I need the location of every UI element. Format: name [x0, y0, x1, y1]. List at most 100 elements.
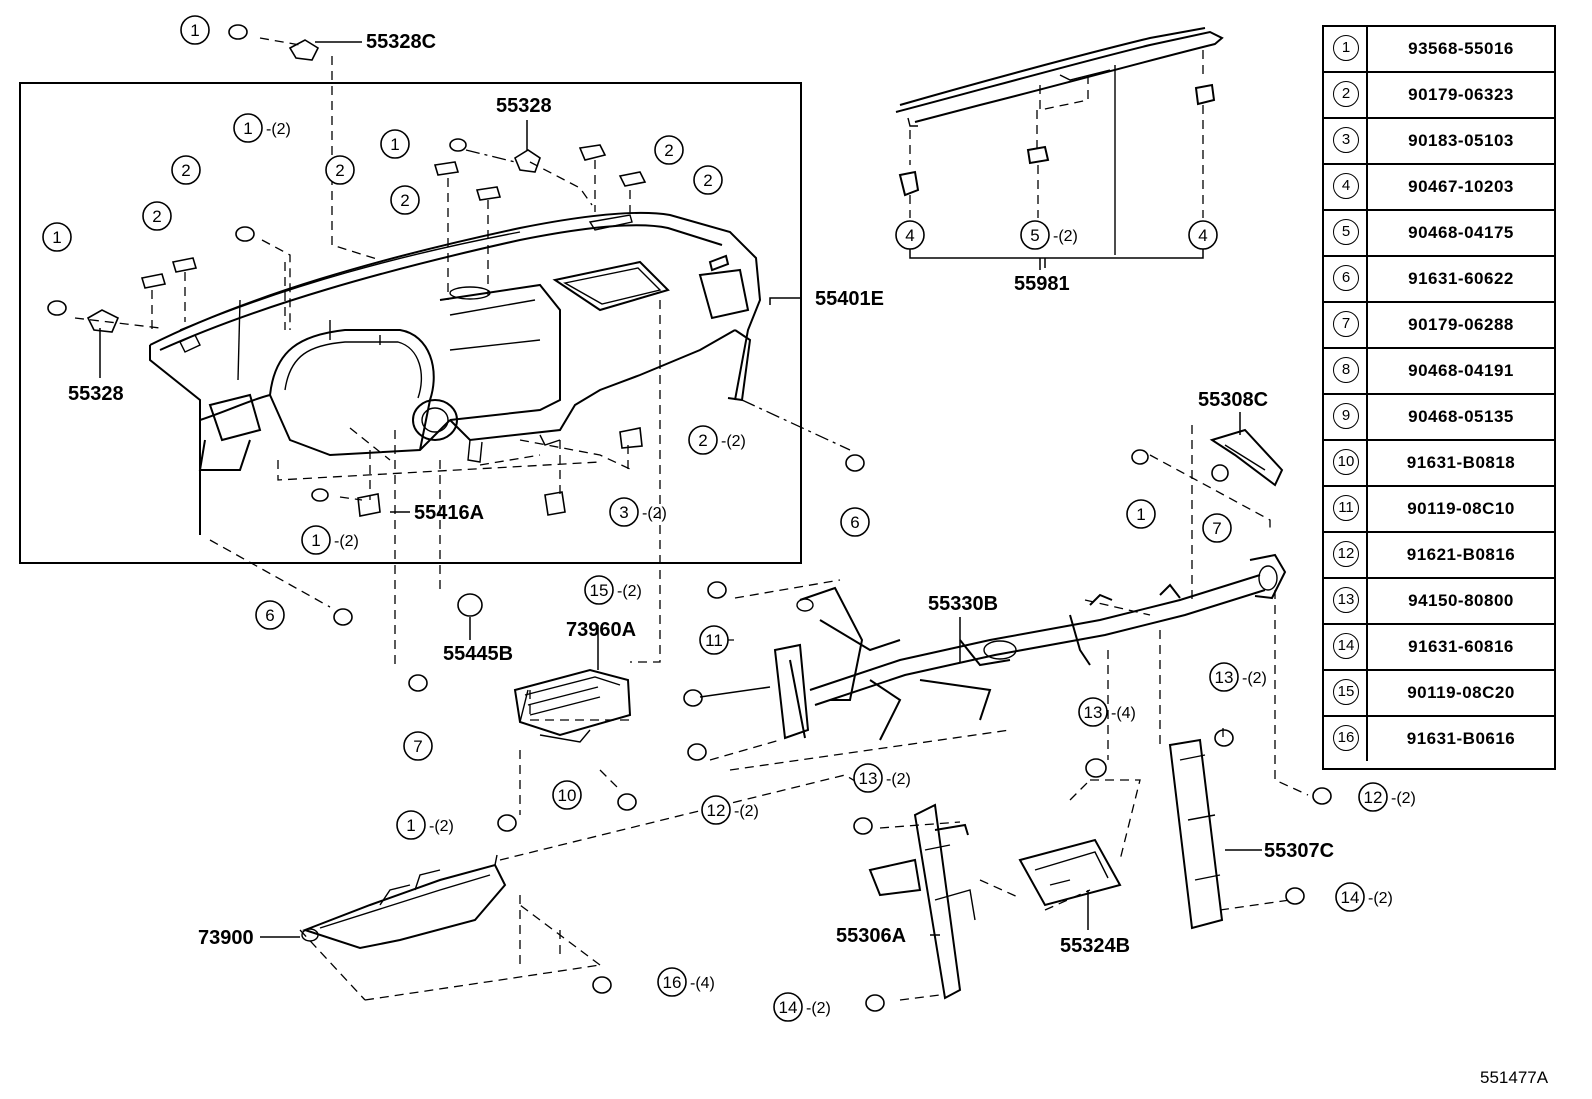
- callout-number: 11: [705, 631, 723, 650]
- callout-13: 13-(4): [1078, 697, 1136, 727]
- legend-index: 11: [1333, 495, 1359, 521]
- legend-part-number: 90179-06323: [1408, 85, 1514, 104]
- callout-quantity: -(2): [617, 583, 642, 600]
- callout-number: 1: [406, 816, 415, 835]
- external-leaders: [209, 37, 1309, 1001]
- callout-circle: [301, 525, 331, 555]
- legend-row: 1 93568-55016: [1324, 27, 1554, 73]
- callout-number: 16: [663, 973, 682, 992]
- callout-number: 2: [698, 431, 707, 450]
- callout-number: 6: [265, 606, 274, 625]
- callout-number: 13: [1215, 668, 1234, 687]
- legend-index-cell: 14: [1324, 625, 1368, 669]
- label-55324B: 55324B: [1060, 935, 1130, 957]
- label-73960A: 73960A: [566, 619, 636, 641]
- legend-index: 14: [1333, 633, 1359, 659]
- callout-number: 4: [905, 226, 914, 245]
- callout-circle: [42, 222, 72, 252]
- label-leaders: [99, 41, 1262, 938]
- callout-circle: [1188, 220, 1218, 250]
- callout-number: 15: [590, 581, 609, 600]
- label-55308C: 55308C: [1198, 389, 1268, 411]
- callout-circle: [390, 185, 420, 215]
- callout-circle: [180, 15, 210, 45]
- legend-index: 8: [1333, 357, 1359, 383]
- callout-number: 1: [243, 119, 252, 138]
- defroster-nozzle-drawing: [895, 27, 1224, 268]
- legend-row: 15 90119-08C20: [1324, 671, 1554, 717]
- callout-1: 1: [1126, 499, 1156, 529]
- callout-2: 2-(2): [688, 425, 746, 455]
- label-55416A: 55416A: [414, 502, 484, 524]
- legend-index: 10: [1333, 449, 1359, 475]
- label-55328-top: 55328: [496, 95, 552, 117]
- callout-2: 2: [325, 155, 355, 185]
- legend-part-number: 90119-08C20: [1407, 683, 1515, 702]
- ip-leaders: [74, 56, 633, 501]
- callout-number: 10: [558, 786, 577, 805]
- label-55401E: 55401E: [815, 288, 884, 310]
- label-55328C: 55328C: [366, 31, 436, 53]
- callout-circle: [1202, 513, 1232, 543]
- legend-part-number: 93568-55016: [1408, 39, 1514, 58]
- callout-quantity: -(2): [334, 533, 359, 550]
- callout-number: 2: [703, 171, 712, 190]
- callout-1: 1 -(2): [396, 810, 454, 840]
- legend-index-cell: 15: [1324, 671, 1368, 715]
- legend-part-number: 94150-80800: [1408, 591, 1514, 610]
- callout-number: 2: [664, 141, 673, 160]
- callout-number: 7: [413, 737, 422, 756]
- callout-number: 2: [400, 191, 409, 210]
- legend-part-number: 91631-60622: [1408, 269, 1514, 288]
- callout-circle: [403, 731, 433, 761]
- legend-index-cell: 9: [1324, 395, 1368, 439]
- callout-circle: [609, 497, 639, 527]
- callout-number: 13: [859, 769, 878, 788]
- fastener-glyphs: [47, 24, 1332, 1012]
- legend-part-number: 90467-10203: [1408, 177, 1514, 196]
- callout-number: 6: [850, 513, 859, 532]
- legend-index-cell: 12: [1324, 533, 1368, 577]
- callout-circle: [1335, 882, 1365, 912]
- callout-16: 16-(4): [657, 967, 715, 997]
- legend-part-number: 90119-08C10: [1407, 499, 1515, 518]
- callout-5: 5-(2): [1020, 220, 1078, 250]
- callout-6: 6: [840, 507, 870, 537]
- callout-4: 4: [1188, 220, 1218, 250]
- callout-number: 5: [1030, 226, 1039, 245]
- legend-part-number: 91631-B0616: [1406, 729, 1516, 748]
- callout-number: 1: [52, 228, 61, 247]
- legend-index: 15: [1333, 679, 1359, 705]
- callout-14: 14-(2): [1335, 882, 1393, 912]
- label-55306A: 55306A: [836, 925, 906, 947]
- legend-index-cell: 1: [1324, 27, 1368, 71]
- callout-2: 2: [171, 155, 201, 185]
- callout-circle: [233, 113, 263, 143]
- callout-circle: [895, 220, 925, 250]
- callout-14: 14-(2): [773, 992, 831, 1022]
- callout-number: 4: [1198, 226, 1207, 245]
- callout-circle: [1209, 662, 1239, 692]
- callout-2: 2: [142, 201, 172, 231]
- legend-index-cell: 3: [1324, 119, 1368, 163]
- legend-index-cell: 7: [1324, 303, 1368, 347]
- callout-number: 14: [779, 998, 798, 1017]
- callout-number: 14: [1341, 888, 1360, 907]
- callout-number: 12: [707, 801, 726, 820]
- callout-circle: [325, 155, 355, 185]
- callout-quantity: -(2): [429, 818, 454, 835]
- legend-part-number: 91631-60816: [1408, 637, 1514, 656]
- callout-2: 2: [654, 135, 684, 165]
- knee-airbag-drawing: [301, 854, 507, 950]
- callout-1: 1: [380, 129, 410, 159]
- part-labels: 55328C 55328 55401E 55328 55416A 55445B …: [68, 31, 1334, 957]
- callout-number: 1: [390, 135, 399, 154]
